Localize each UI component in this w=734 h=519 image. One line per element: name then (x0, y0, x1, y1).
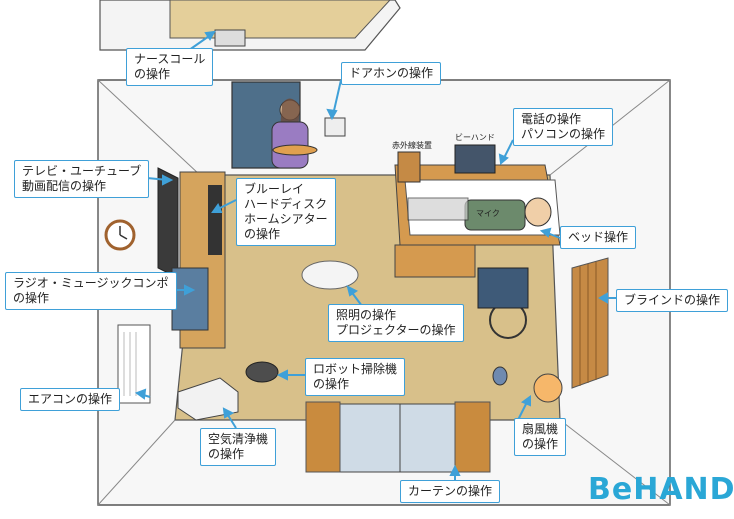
patient-head (524, 197, 552, 227)
label-bluray: ブルーレイ ハードディスク ホームシアター の操作 (236, 178, 336, 246)
curtain-right (454, 401, 491, 473)
bhand-label: ビーハンド (455, 133, 495, 142)
pointer-arrows (134, 30, 616, 480)
ir-device (397, 151, 421, 183)
label-lighting: 照明の操作 プロジェクターの操作 (328, 304, 464, 342)
label-nurse-call: ナースコール の操作 (126, 48, 214, 86)
ir-device-label: 赤外線装置 (392, 141, 432, 150)
tray (272, 144, 318, 156)
label-phone-pc: 電話の操作 パソコンの操作 (513, 108, 614, 146)
robot-vacuum (245, 361, 279, 383)
label-blinds: ブラインドの操作 (616, 289, 729, 312)
label-aircon: エアコンの操作 (20, 388, 121, 411)
hallway-rug (169, 0, 391, 39)
blinds (571, 257, 609, 389)
tv (157, 167, 179, 279)
ceiling-light (301, 260, 359, 290)
fan (533, 373, 563, 403)
label-fan: 扇風機 の操作 (514, 418, 567, 456)
air-purifier (177, 377, 239, 421)
nurse-call-device (214, 29, 246, 47)
bhand-device (454, 144, 496, 174)
label-tv-youtube: テレビ・ユーチューブ 動画配信の操作 (14, 160, 150, 198)
mic-label: マイク (476, 209, 500, 218)
curtain-left (305, 401, 341, 473)
label-bed: ベッド操作 (560, 226, 637, 249)
label-robot-vacuum: ロボット掃除機 の操作 (305, 358, 406, 396)
behand-logo: BeHAND (588, 472, 734, 507)
label-radio: ラジオ・ミュージックコンポ の操作 (5, 272, 177, 310)
wheelchair-seat (477, 267, 529, 309)
label-air-purifier: 空気清浄機 の操作 (200, 428, 277, 466)
intercom-device (324, 117, 346, 137)
label-intercom: ドアホンの操作 (341, 62, 442, 85)
bluray-stack (208, 185, 222, 255)
radio-component (171, 267, 209, 331)
label-curtain: カーテンの操作 (400, 480, 501, 503)
